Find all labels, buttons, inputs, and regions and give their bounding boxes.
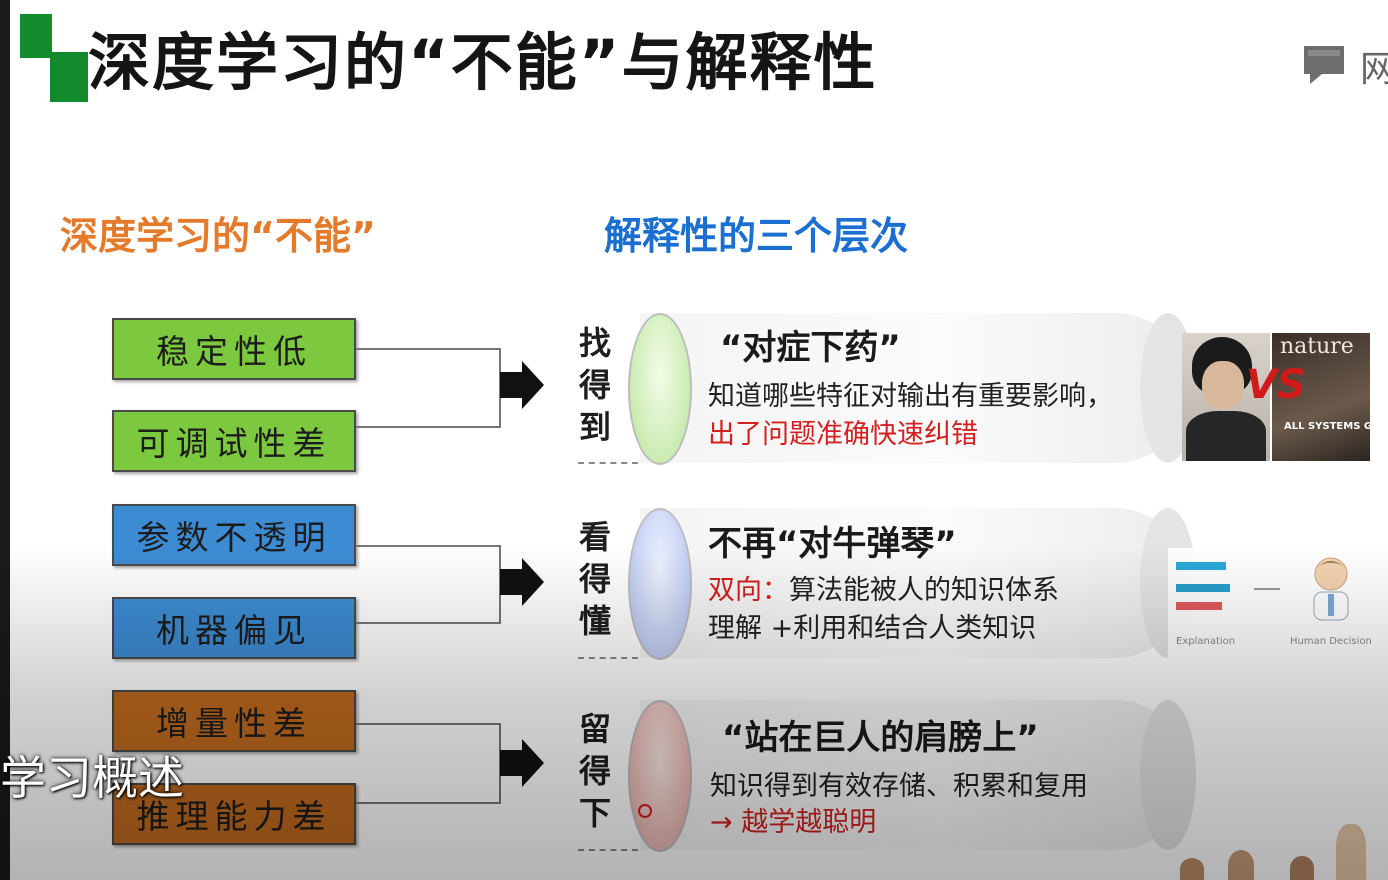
box-stability: 稳定性低 xyxy=(112,318,356,380)
level-text-2a-red: 双向： xyxy=(708,575,789,606)
level-divider xyxy=(578,657,638,659)
level-vertical-label-2: 看 得 懂 xyxy=(575,516,615,642)
level-text-2a: 双向：算法能被人的知识体系 xyxy=(708,568,1059,607)
level-divider xyxy=(578,849,638,851)
red-dot-icon xyxy=(638,804,652,818)
nature-cover-title: nature xyxy=(1280,334,1354,359)
video-subtitle: 学习概述 xyxy=(0,742,184,808)
arrow-right-icon xyxy=(500,750,522,776)
level-heading-3: “站在巨人的肩膀上” xyxy=(722,710,1039,759)
level-ellipse-blue xyxy=(628,508,692,660)
level-divider xyxy=(578,462,638,464)
figure-silhouette xyxy=(1336,824,1366,880)
vs-label: VS xyxy=(1246,362,1306,408)
right-section-heading: 解释性的三个层次 xyxy=(604,205,908,260)
level-vertical-label-3: 留 得 下 xyxy=(575,708,615,834)
level-band-end-3 xyxy=(1140,700,1196,850)
level-heading-1: “对症下药” xyxy=(720,320,901,369)
logo-square-top xyxy=(20,14,52,58)
doctor-icon xyxy=(1306,552,1356,622)
level-heading-2: 不再“对牛弹琴” xyxy=(708,516,957,565)
left-section-heading: 深度学习的“不能” xyxy=(60,205,376,260)
arrow-right-icon xyxy=(522,558,544,606)
explanation-dash xyxy=(1254,588,1280,590)
connector-line xyxy=(356,348,500,350)
level-text-1a: 知道哪些特征对输出有重要影响， xyxy=(708,374,1113,413)
box-opaque-params: 参数不透明 xyxy=(112,504,356,566)
human-decision-label: Human Decision xyxy=(1290,636,1372,647)
level-ellipse-red xyxy=(628,700,692,852)
connector-line xyxy=(356,802,500,804)
explanation-bar xyxy=(1176,562,1226,570)
arrow-right-icon xyxy=(522,361,544,409)
logo-square-bottom xyxy=(50,52,88,102)
figure-silhouette xyxy=(1180,858,1204,880)
explanation-label: Explanation xyxy=(1176,636,1235,647)
level-text-3b: → 越学越聪明 xyxy=(710,800,876,839)
chat-icon[interactable] xyxy=(1300,42,1348,84)
arrow-right-icon xyxy=(522,739,544,787)
box-debuggability: 可调试性差 xyxy=(112,410,356,472)
connector-line xyxy=(356,723,500,725)
box-machine-bias: 机器偏见 xyxy=(112,597,356,659)
level-text-1b: 出了问题准确快速纠错 xyxy=(708,412,978,451)
nature-cover-subtitle: ALL SYSTEMS GO xyxy=(1284,421,1381,432)
figure-silhouette xyxy=(1228,850,1254,880)
level-text-2a-rest: 算法能被人的知识体系 xyxy=(789,575,1059,606)
slide-title: 深度学习的“不能”与解释性 xyxy=(88,12,878,102)
level-text-2b: 理解 +利用和结合人类知识 xyxy=(708,606,1036,645)
explanation-bar xyxy=(1176,584,1230,592)
level-text-3a: 知识得到有效存储、积累和复用 xyxy=(710,764,1088,803)
connector-line xyxy=(356,426,500,428)
explanation-bar xyxy=(1176,602,1222,610)
arrow-right-icon xyxy=(500,569,522,595)
connector-line xyxy=(356,622,500,624)
level-vertical-label-1: 找 得 到 xyxy=(575,322,615,448)
arrow-right-icon xyxy=(500,372,522,398)
connector-line xyxy=(356,545,500,547)
figure-silhouette xyxy=(1290,856,1314,880)
level-ellipse-green xyxy=(628,313,692,465)
top-right-label: 网 xyxy=(1360,40,1388,92)
